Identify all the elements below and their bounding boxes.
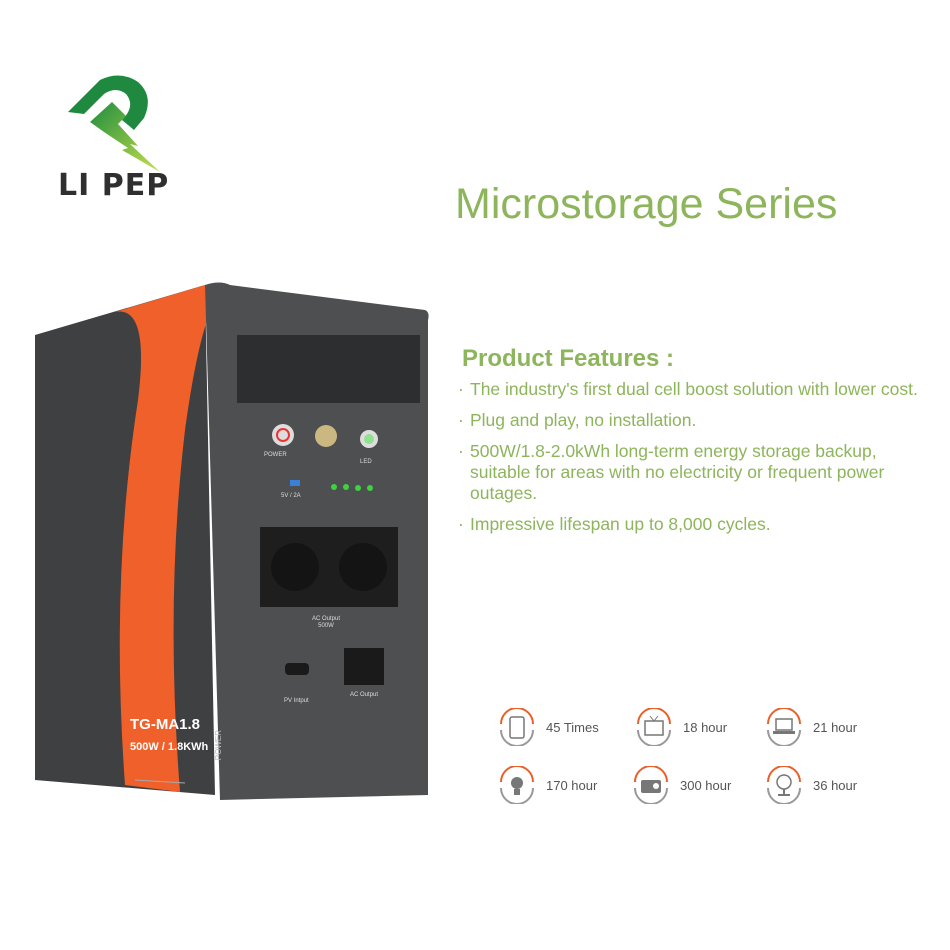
spec-value: 18 hour [683,719,728,735]
feature-item: ·The industry's first dual cell boost so… [458,379,918,399]
model-name: TG-MA1.8 [130,716,201,733]
product-features: Product Features : ·The industry's first… [458,345,928,545]
model-rating: 500W / 1.8KWh [130,741,209,753]
spec-item: 21 hour [765,708,895,746]
led-button-label: LED [360,459,372,465]
phone-icon [500,708,534,746]
spec-item: 36 hour [765,766,895,804]
spec-value: 21 hour [813,719,858,735]
spec-value: 300 hour [680,777,732,793]
laptop-icon [767,708,801,746]
fan-icon [767,766,801,804]
power-button-label: POWER [264,452,287,458]
feature-item: ·Plug and play, no installation. [458,410,697,430]
features-heading: Product Features : [462,345,675,372]
spec-item: 45 Times [498,708,628,746]
spec-value: 45 Times [546,719,599,735]
spec-value: 36 hour [813,777,858,793]
tv-icon [637,708,671,746]
feature-item: ·500W/1.8-2.0kWh long-term energy storag… [458,441,885,503]
logo-text: LI PEP [58,168,170,203]
usb-label: 5V / 2A [281,493,301,499]
spec-value: 170 hour [546,777,598,793]
spec-item: 300 hour [632,766,762,804]
product-image [35,282,429,800]
side-word: POWER [214,730,223,761]
spec-item: 170 hour [498,766,628,804]
spec-item: 18 hour [635,708,765,746]
pv-input-label: PV Intput [284,698,309,704]
feature-item: ·Impressive lifespan up to 8,000 cycles. [458,514,771,534]
ac-output2-label: AC Output [350,692,379,698]
logo-mark-icon [68,75,160,172]
led-bulb-icon [500,766,534,804]
radio-icon [634,766,668,804]
page-title: Microstorage Series [455,180,838,228]
